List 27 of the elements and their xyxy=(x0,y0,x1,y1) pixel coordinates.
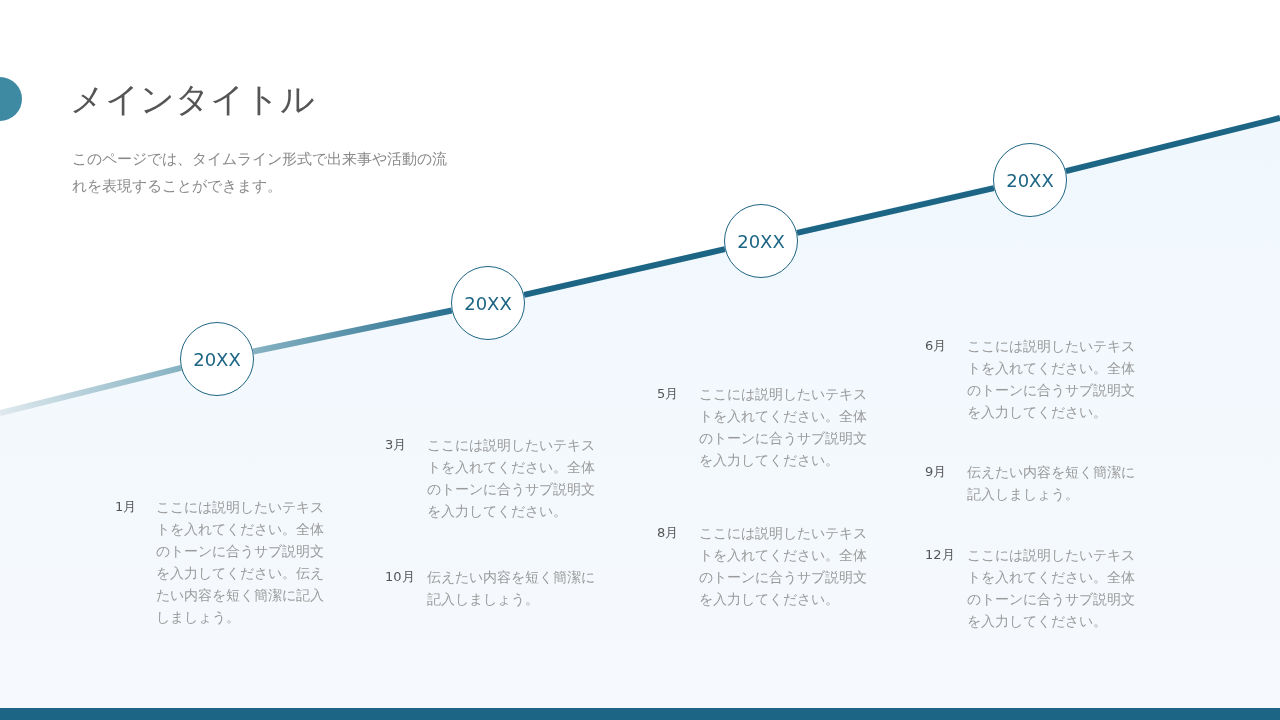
description-text: 伝えたい内容を短く簡潔に記入しましょう。 xyxy=(967,463,1136,504)
description-text: ここには説明したいテキストを入れてください。全体のトーンに合うサブ説明文を入力してください。 xyxy=(699,524,868,609)
month-label: 6月 xyxy=(925,337,947,355)
year-circle: 20XX xyxy=(451,266,525,340)
timeline-line xyxy=(796,185,995,236)
month-label: 3月 xyxy=(385,436,407,454)
description-text: ここには説明したいテキストを入れてください。全体のトーンに合うサブ説明文を入力してください。 xyxy=(967,546,1136,631)
year-circle: 20XX xyxy=(180,322,254,396)
subtitle: このページでは、タイムライン形式で出来事や活動の流れを表現することができます。 xyxy=(72,149,448,197)
month-label: 9月 xyxy=(925,463,947,481)
year-circle: 20XX xyxy=(724,204,798,278)
year-circle: 20XX xyxy=(993,143,1067,217)
timeline-line xyxy=(252,307,453,355)
month-label: 8月 xyxy=(657,524,679,542)
month-label: 12月 xyxy=(925,546,955,564)
description-text: ここには説明したいテキストを入れてください。全体のトーンに合うサブ説明文を入力してください。 xyxy=(967,337,1136,422)
month-label: 10月 xyxy=(385,568,415,586)
title: メインタイトル xyxy=(70,78,315,121)
timeline-line xyxy=(0,365,182,416)
description-text: ここには説明したいテキストを入れてください。全体のトーンに合うサブ説明文を入力してください。 xyxy=(427,436,596,521)
month-label: 5月 xyxy=(657,385,679,403)
timeline-line xyxy=(523,246,726,298)
description-text: ここには説明したいテキストを入れてください。全体のトーンに合うサブ説明文を入力してください。伝えたい内容を短く簡潔に記入しましょう。 xyxy=(156,498,325,627)
description-text: 伝えたい内容を短く簡潔に記入しましょう。 xyxy=(427,568,596,609)
month-label: 1月 xyxy=(115,498,137,516)
timeline-line xyxy=(1065,115,1280,174)
description-text: ここには説明したいテキストを入れてください。全体のトーンに合うサブ説明文を入力してください。 xyxy=(699,385,868,470)
